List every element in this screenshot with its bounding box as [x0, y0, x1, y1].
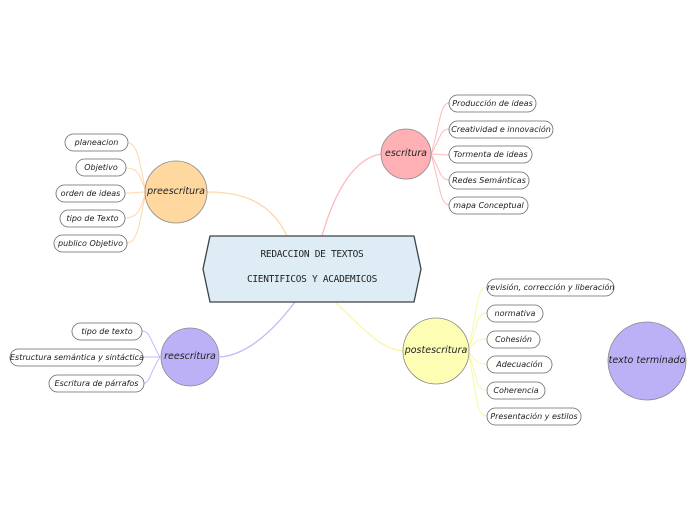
leaf-post-4: Adecuación: [496, 360, 543, 369]
leaf-box-esc-4[interactable]: [448, 171, 530, 190]
leaf-box-pre-4[interactable]: [59, 209, 126, 228]
leaf-box-post-1[interactable]: [486, 278, 615, 297]
leaf-pre-3: orden de ideas: [60, 189, 121, 198]
reescritura-node[interactable]: [160, 327, 220, 387]
leaf-post-6: Presentación y estilos: [490, 412, 578, 421]
leaf-link-post-3: [467, 338, 488, 352]
texto-terminado-node[interactable]: [607, 321, 687, 401]
leaf-link-pre-3: [124, 191, 147, 194]
leaf-box-post-6[interactable]: [486, 407, 582, 426]
leaf-pre-2: Objetivo: [84, 163, 118, 172]
escritura-node[interactable]: [380, 128, 432, 180]
leaf-box-esc-5[interactable]: [448, 196, 529, 215]
leaf-box-ree-2[interactable]: [9, 348, 144, 367]
leaf-box-ree-3[interactable]: [48, 374, 145, 393]
connector-reescritura: [219, 301, 296, 358]
escritura-label: escritura: [384, 148, 428, 159]
leaf-pre-5: publico Objetivo: [57, 239, 123, 248]
leaf-box-esc-1[interactable]: [448, 94, 537, 113]
leaf-post-3: Cohesión: [495, 335, 532, 344]
central-topic-title: REDACCION DE TEXTOS CIENTIFICOS Y ACADEM…: [205, 242, 419, 292]
leaf-box-post-3[interactable]: [486, 330, 541, 349]
leaf-link-esc-2: [430, 128, 450, 155]
leaf-post-5: Coherencia: [493, 386, 539, 395]
leaf-box-esc-2[interactable]: [448, 120, 554, 139]
connector-preescritura: [206, 191, 288, 237]
leaf-ree-1: tipo de texto: [81, 327, 133, 336]
reescritura-label: reescritura: [164, 351, 216, 362]
leaf-link-esc-1: [430, 102, 450, 155]
leaf-link-post-4: [467, 350, 488, 365]
leaf-pre-4: tipo de Texto: [66, 214, 119, 223]
leaf-link-post-5: [467, 350, 488, 391]
leaf-esc-3: Tormenta de ideas: [453, 150, 528, 159]
leaf-esc-2: Creatividad e innovación: [451, 125, 551, 134]
leaf-link-esc-4: [430, 153, 450, 181]
leaf-link-post-6: [467, 350, 488, 417]
leaf-ree-2: Estructura semántica y sintáctica: [10, 353, 144, 362]
leaf-link-post-1: [467, 286, 488, 352]
postescritura-node[interactable]: [402, 317, 470, 385]
leaf-ree-3: Escritura de párrafos: [54, 379, 139, 388]
leaf-box-pre-5[interactable]: [53, 234, 128, 253]
leaf-esc-5: mapa Conceptual: [453, 201, 524, 210]
leaf-link-post-2: [467, 312, 488, 352]
leaf-link-pre-4: [124, 191, 147, 219]
leaf-box-pre-2[interactable]: [75, 158, 127, 177]
connector-postescritura: [334, 301, 405, 352]
leaf-esc-4: Redes Semánticas: [452, 176, 526, 185]
leaf-box-post-2[interactable]: [486, 304, 544, 323]
leaf-box-post-4[interactable]: [486, 355, 553, 374]
leaf-esc-1: Producción de ideas: [452, 99, 533, 108]
leaf-box-post-5[interactable]: [486, 381, 546, 400]
preescritura-node[interactable]: [144, 160, 208, 224]
leaf-link-ree-1: [141, 330, 161, 358]
preescritura-label: preescritura: [147, 186, 205, 197]
connector-escritura: [321, 153, 382, 237]
central-topic-shape[interactable]: [202, 235, 422, 303]
leaf-post-1: revisión, corrección y liberación: [487, 283, 615, 292]
leaf-box-pre-3[interactable]: [55, 184, 126, 203]
texto-terminado-label: texto terminado: [608, 355, 686, 366]
leaf-link-ree-3: [143, 356, 161, 384]
central-topic-line-1: REDACCION DE TEXTOS: [260, 249, 364, 260]
leaf-link-esc-3: [430, 153, 450, 156]
leaf-box-ree-1[interactable]: [71, 322, 143, 341]
leaf-pre-1: planeacion: [74, 138, 119, 147]
leaf-link-pre-5: [126, 191, 147, 244]
leaf-box-esc-3[interactable]: [448, 145, 533, 164]
leaf-box-pre-1[interactable]: [64, 133, 129, 152]
central-topic-line-2: CIENTIFICOS Y ACADEMICOS: [246, 274, 378, 285]
leaf-link-pre-1: [127, 142, 147, 193]
leaf-link-esc-5: [430, 153, 450, 206]
leaf-post-2: normativa: [494, 309, 536, 318]
postescritura-label: postescritura: [404, 345, 468, 356]
leaf-link-pre-2: [125, 167, 147, 193]
